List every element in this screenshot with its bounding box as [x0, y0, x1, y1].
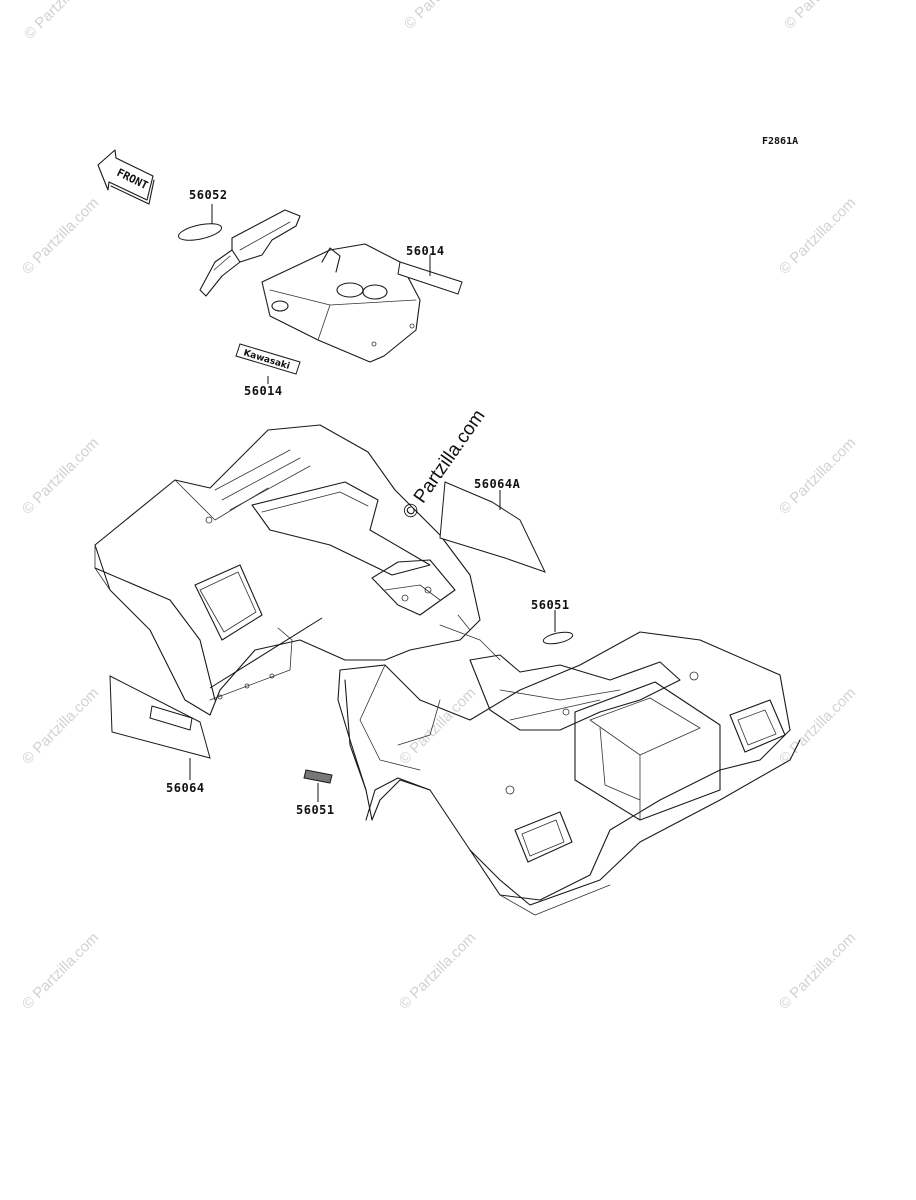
callout-56064: 56064	[166, 781, 205, 795]
callout-56014-strip: 56014	[406, 244, 445, 258]
watermark: © Partzilla.com	[781, 0, 864, 33]
watermark: © Partzilla.com	[21, 0, 104, 43]
watermark: © Partzilla.com	[776, 434, 859, 517]
callout-56064A: 56064A	[474, 477, 521, 491]
front-label: FRONT	[115, 166, 151, 192]
callout-56051-rear: 56051	[531, 598, 570, 612]
front-arrow: FRONT	[97, 149, 155, 205]
front-cover-assembly: Kawasaki	[177, 209, 463, 375]
decal-56052	[177, 223, 223, 241]
front-fender	[94, 424, 481, 716]
watermark-layer: © Partzilla.com © Partzilla.com © Partzi…	[19, 0, 864, 1013]
watermark: © Partzilla.com	[776, 194, 859, 277]
decal-56051-strip	[303, 769, 333, 784]
watermark: © Partzilla.com	[776, 684, 859, 767]
watermark: © Partzilla.com	[396, 929, 479, 1012]
decal-56014-emblem	[235, 343, 301, 375]
figure-code: F2861A	[762, 136, 798, 147]
callout-56014-emblem: 56014	[244, 384, 283, 398]
watermark: © Partzilla.com	[396, 684, 479, 767]
decal-56064A	[439, 481, 546, 573]
watermark: © Partzilla.com	[19, 684, 102, 767]
decal-56014-strip	[397, 261, 463, 295]
watermark: © Partzilla.com	[19, 434, 102, 517]
rear-fender	[337, 614, 801, 916]
watermark: © Partzilla.com	[19, 929, 102, 1012]
decal-56051-oval	[542, 631, 574, 645]
watermark: © Partzilla.com	[776, 929, 859, 1012]
callout-56051-strip: 56051	[296, 803, 335, 817]
callout-56052: 56052	[189, 188, 228, 202]
watermark: © Partzilla.com	[401, 0, 484, 33]
leader-lines	[189, 204, 556, 802]
decal-56064-emblem	[149, 705, 193, 731]
watermark: © Partzilla.com	[19, 194, 102, 277]
